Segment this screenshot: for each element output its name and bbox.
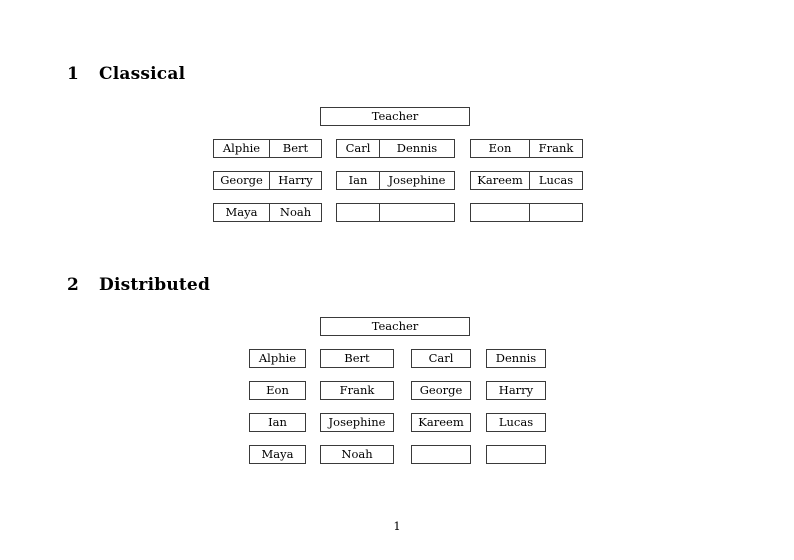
name-box: Noah [320, 445, 394, 464]
name-box: Ian [249, 413, 306, 432]
name-cell: Kareem [477, 173, 523, 187]
name-cell: Ian [348, 173, 368, 187]
section-title: Distributed [99, 275, 211, 295]
table-row: Eon Frank [470, 139, 583, 158]
section-heading-classical: 1 Classical [67, 64, 185, 84]
page-number: 1 [393, 519, 401, 533]
name-box: Josephine [320, 413, 394, 432]
section-number: 1 [67, 64, 80, 84]
name-cell: George [220, 173, 263, 187]
empty-cell [337, 204, 379, 221]
section-heading-distributed: 2 Distributed [67, 275, 210, 295]
table-row: Kareem Lucas [470, 171, 583, 190]
name-box: Kareem [411, 413, 471, 432]
table-row: Carl Dennis [336, 139, 455, 158]
name-cell: Alphie [222, 141, 261, 155]
name-cell: Harry [269, 172, 321, 189]
empty-cell [379, 204, 454, 221]
name-cell: Maya [225, 205, 258, 219]
teacher-box-distributed: Teacher [320, 317, 470, 336]
name-cell: Eon [488, 141, 512, 155]
name-box: Alphie [249, 349, 306, 368]
table-row [470, 203, 583, 222]
table-row: Alphie Bert [213, 139, 322, 158]
name-box: George [411, 381, 471, 400]
section-title: Classical [99, 64, 186, 84]
empty-cell [471, 204, 529, 221]
name-cell: Noah [269, 204, 321, 221]
name-cell: Frank [529, 140, 582, 157]
name-box: Carl [411, 349, 471, 368]
name-cell: Dennis [379, 140, 454, 157]
name-box: Frank [320, 381, 394, 400]
name-box: Harry [486, 381, 546, 400]
teacher-box-classical: Teacher [320, 107, 470, 126]
name-box: Eon [249, 381, 306, 400]
name-box: Bert [320, 349, 394, 368]
table-row: George Harry [213, 171, 322, 190]
name-cell: Josephine [379, 172, 454, 189]
name-cell: Carl [345, 141, 371, 155]
table-row [336, 203, 455, 222]
empty-cell [529, 204, 582, 221]
name-box: Dennis [486, 349, 546, 368]
name-box: Lucas [486, 413, 546, 432]
name-cell: Lucas [529, 172, 582, 189]
section-number: 2 [67, 275, 80, 295]
table-row: Maya Noah [213, 203, 322, 222]
name-cell: Bert [269, 140, 321, 157]
empty-box [486, 445, 546, 464]
empty-box [411, 445, 471, 464]
name-box: Maya [249, 445, 306, 464]
table-row: Ian Josephine [336, 171, 455, 190]
